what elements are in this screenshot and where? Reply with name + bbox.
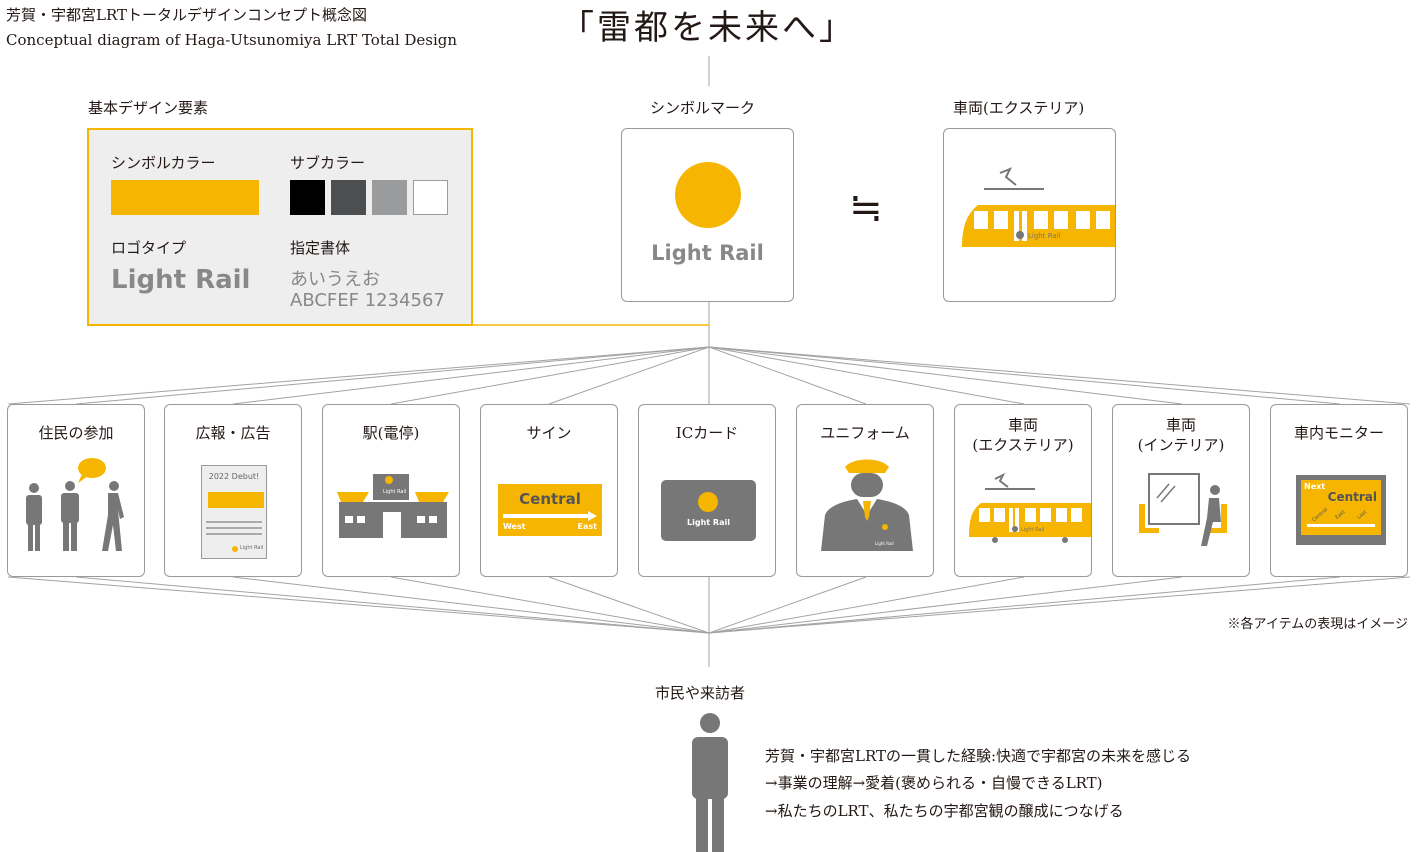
vehicle-exterior-heading: 車両(エクステリア) (953, 99, 1085, 117)
svg-text:Light Rail: Light Rail (875, 541, 894, 546)
image-note: ※各アイテムの表現はイメージ (1227, 617, 1408, 632)
item-title-line2: (インテリア) (1137, 436, 1225, 454)
sub-color-white (413, 180, 448, 215)
item-ic-card: ICカード Light Rail (638, 404, 776, 577)
item-title: ICカード (675, 424, 739, 442)
item-title-line2: (エクステリア) (972, 436, 1074, 454)
item-title: ユニフォーム (820, 424, 910, 442)
sign-icon: Central West East (498, 484, 602, 536)
target-label: 市民や来訪者 (655, 684, 746, 702)
symbol-color-swatch (111, 180, 259, 215)
item-in-car-monitor: 車内モニター Next Central Central East Last (1270, 404, 1408, 577)
item-title-line1: 車両 (1007, 416, 1038, 434)
slogan: 「雷都を未来へ」 (560, 8, 856, 48)
item-vehicle-exterior: 車両 (エクステリア) Light Rail (954, 404, 1092, 577)
person-icon (692, 713, 728, 852)
font-label: 指定書体 (290, 239, 351, 257)
tram-interior-icon (1139, 473, 1227, 546)
tram-exterior-icon: Light Rail (962, 167, 1115, 247)
symbol-mark-text: Light Rail (651, 241, 764, 265)
vehicle-exterior-box: Light Rail (943, 128, 1116, 302)
page-title-en: Conceptual diagram of Haga-Utsunomiya LR… (6, 31, 458, 49)
font-sample-kana: あいうえお (290, 269, 380, 290)
item-uniform: ユニフォーム Light Rail (796, 404, 934, 577)
sub-color-black (290, 180, 325, 215)
people-speech-icon (26, 458, 124, 551)
sub-color-gray (372, 180, 407, 215)
poster-icon: 2022 Debut! Light Rail (201, 465, 267, 559)
item-title: 駅(電停) (362, 424, 420, 442)
approx-equal-icon: ≒ (849, 185, 883, 231)
item-signage: サイン Central West East (480, 404, 618, 577)
item-title: 住民の参加 (38, 424, 114, 442)
item-title: 広報・広告 (195, 424, 271, 442)
logotype-sample: Light Rail (111, 265, 251, 295)
message-line-3: →私たちのLRT、私たちの宇都宮観の醸成につなげる (765, 802, 1124, 820)
basic-design-panel: シンボルカラー サブカラー ロゴタイプ Light Rail 指定書体 あいうえ… (87, 128, 473, 326)
logotype-label: ロゴタイプ (111, 239, 187, 257)
symbol-mark-box: Light Rail (621, 128, 794, 302)
sub-color-dark-gray (331, 180, 366, 215)
item-title-line1: 車両 (1165, 416, 1196, 434)
uniform-icon: Light Rail (821, 459, 913, 551)
message-line-2: →事業の理解→愛着(褒められる・自慢できるLRT) (765, 774, 1103, 792)
svg-text:Light Rail: Light Rail (1021, 527, 1044, 533)
font-sample-latin: ABCFEF 1234567 (290, 290, 445, 311)
sub-color-label: サブカラー (290, 154, 366, 172)
station-icon: Light Rail (337, 474, 449, 538)
tram-exterior-icon: Light Rail (969, 472, 1091, 543)
message-line-1: 芳賀・宇都宮LRTの一貫した経験:快適で宇都宮の未来を感じる (765, 747, 1192, 765)
page-title-ja: 芳賀・宇都宮LRTトータルデザインコンセプト概念図 (6, 6, 367, 24)
item-title: サイン (526, 424, 572, 442)
svg-text:Light Rail: Light Rail (383, 489, 406, 495)
item-pr-advertising: 広報・広告 2022 Debut! Light Rail (164, 404, 302, 577)
basic-design-heading: 基本デザイン要素 (88, 99, 209, 117)
item-title: 車内モニター (1293, 424, 1384, 442)
tram-top-logo: Light Rail (1028, 232, 1061, 240)
item-vehicle-interior: 車両 (インテリア) (1112, 404, 1250, 577)
symbol-circle-icon (675, 162, 741, 228)
symbol-color-label: シンボルカラー (111, 154, 216, 172)
item-resident-participation: 住民の参加 (7, 404, 145, 577)
symbol-mark-heading: シンボルマーク (650, 99, 756, 117)
ic-card-icon: Light Rail (661, 480, 756, 541)
monitor-icon: Next Central Central East Last (1296, 475, 1386, 545)
item-station: 駅(電停) Light Rail (322, 404, 460, 577)
